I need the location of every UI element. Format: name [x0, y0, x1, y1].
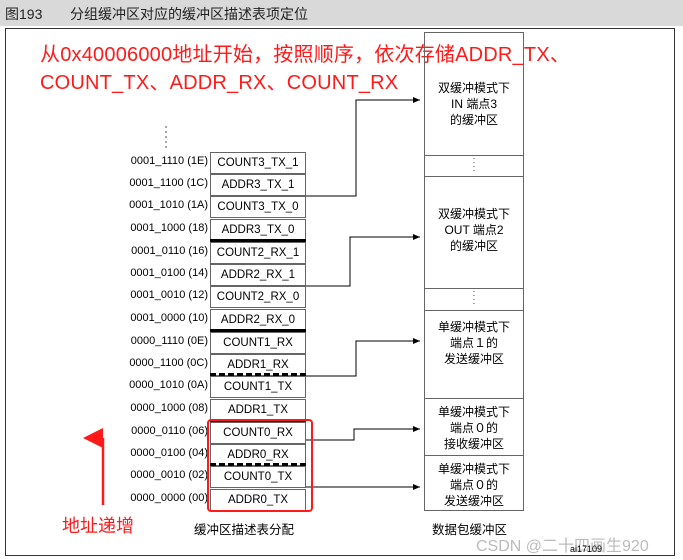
descriptor-table-caption: 缓冲区描述表分配: [194, 523, 295, 537]
buffer-area-line: 双缓冲模式下: [437, 81, 510, 95]
address-label: 0001_0000 (10): [130, 312, 208, 324]
endpoint-separator: [210, 239, 306, 242]
buffer-area-ep1-tx: 单缓冲模式下 端点１的 发送缓冲区: [424, 319, 524, 367]
buffer-separator: [424, 155, 524, 156]
buffer-separator: [424, 288, 524, 289]
buffer-area-line: 的缓冲区: [449, 113, 498, 127]
endpoint-separator: [210, 329, 306, 332]
address-label: 0000_0110 (06): [131, 425, 208, 437]
descriptor-cell: COUNT0_RX: [210, 422, 306, 444]
address-label: 0001_1010 (1A): [129, 199, 208, 211]
descriptor-cell: ADDR0_RX: [210, 444, 306, 466]
rx-tx-separator: [210, 373, 306, 376]
address-label: 0001_1000 (18): [130, 222, 208, 234]
buffer-area-line: 接收缓冲区: [443, 437, 504, 451]
descriptor-cell: ADDR0_TX: [210, 489, 306, 511]
buffer-area-line: 的缓冲区: [449, 239, 498, 253]
address-increase-label: 地址递增: [62, 516, 134, 536]
descriptor-cell: COUNT0_TX: [210, 466, 306, 488]
buffer-area-line: 单缓冲模式下: [437, 320, 510, 334]
connector-arrow: [306, 234, 420, 287]
descriptor-cell: ADDR3_TX_0: [210, 219, 306, 241]
buffer-separator: [424, 455, 524, 456]
descriptor-cell: ADDR1_RX: [210, 354, 306, 376]
connector-arrow: [306, 426, 420, 441]
descriptor-cell: ADDR2_RX_1: [210, 264, 306, 286]
figure-frame: [5, 28, 675, 556]
descriptor-cell: ADDR1_TX: [210, 399, 306, 421]
figure-title: 分组缓冲区对应的缓冲区描述表项定位: [70, 6, 308, 22]
packet-buffer-caption: 数据包缓冲区: [432, 523, 508, 537]
descriptor-cell: COUNT3_TX_1: [210, 152, 306, 174]
buffer-area-line: 单缓冲模式下: [437, 405, 510, 419]
buffer-area-ep3-in: 双缓冲模式下 IN 端点3 的缓冲区: [424, 80, 524, 128]
buffer-area-line: 发送缓冲区: [443, 352, 504, 366]
connector-arrow: [306, 338, 420, 377]
buffer-area-line: 端点０的: [449, 478, 498, 492]
endpoint0-highlight: [207, 419, 313, 512]
buffer-area-line: 双缓冲模式下: [437, 207, 510, 221]
buffer-area-ep2-out: 双缓冲模式下 OUT 端点2 的缓冲区: [424, 206, 524, 254]
address-label: 0001_0110 (16): [131, 245, 208, 257]
address-label: 0000_0100 (04): [130, 447, 208, 459]
address-label: 0000_1100 (0C): [129, 357, 208, 369]
buffer-area-line: 端点１的: [449, 336, 498, 350]
figure-id: ai17109: [570, 544, 603, 554]
descriptor-cell: COUNT2_RX_0: [210, 286, 306, 308]
buffer-area-line: 端点０的: [449, 421, 498, 435]
buffer-area-line: OUT 端点2: [444, 223, 504, 237]
figure-header: 图193 分组缓冲区对应的缓冲区描述表项定位: [0, 0, 683, 26]
descriptor-cell: COUNT1_TX: [210, 376, 306, 398]
address-label: 0001_1110 (1E): [130, 155, 208, 167]
descriptor-cell: COUNT1_RX: [210, 332, 306, 354]
descriptor-cell: ADDR2_RX_0: [210, 309, 306, 331]
connector-arrow: [306, 97, 420, 197]
address-label: 0000_1110 (0E): [130, 335, 208, 347]
buffer-area-line: 单缓冲模式下: [437, 462, 510, 476]
address-label: 0000_0000 (00): [130, 492, 208, 504]
descriptor-cell: COUNT2_RX_1: [210, 242, 306, 264]
buffer-area-line: 发送缓冲区: [443, 494, 504, 508]
annotation-line-2: COUNT_TX、ADDR_RX、COUNT_RX: [40, 72, 399, 94]
address-label: 0001_1100 (1C): [129, 177, 208, 189]
buffer-separator: [424, 176, 524, 177]
address-label: 0001_0010 (12): [130, 289, 208, 301]
packet-buffer-column: [424, 32, 524, 511]
descriptor-cell: ADDR3_TX_1: [210, 174, 306, 196]
rx-tx-separator: [210, 463, 306, 466]
buffer-area-line: IN 端点3: [450, 97, 497, 111]
annotation-line-1: 从0x40006000地址开始，按照顺序，依次存储ADDR_TX、: [40, 44, 571, 66]
address-label: 0000_1010 (0A): [129, 379, 208, 391]
address-label: 0000_0010 (02): [130, 469, 208, 481]
buffer-area-ep0-rx: 单缓冲模式下 端点０的 接收缓冲区: [424, 404, 524, 452]
address-label: 0001_0100 (14): [130, 267, 208, 279]
buffer-separator: [424, 310, 524, 311]
watermark-text: CSDN @二十四画生920: [476, 538, 649, 555]
address-label: 0000_1000 (08): [130, 402, 208, 414]
buffer-area-ep0-tx: 单缓冲模式下 端点０的 发送缓冲区: [424, 461, 524, 509]
buffer-separator: [424, 398, 524, 399]
figure-number: 图193: [5, 6, 43, 22]
descriptor-cell: COUNT3_TX_0: [210, 196, 306, 218]
